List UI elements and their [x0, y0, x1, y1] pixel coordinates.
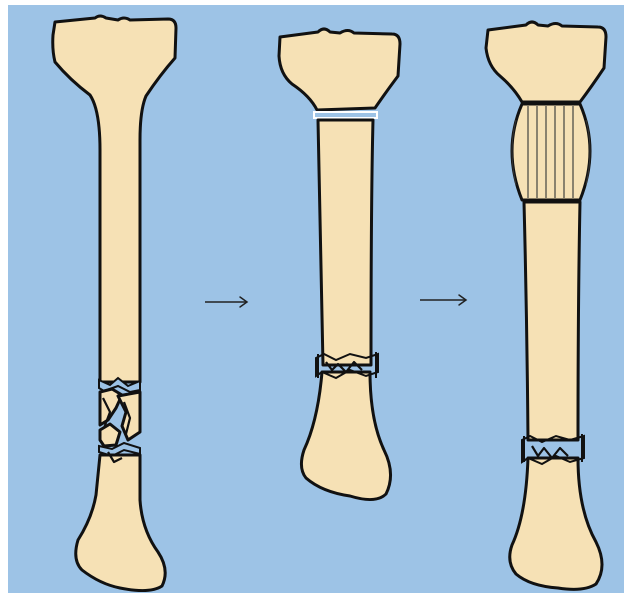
regenerate-zone: [512, 104, 590, 200]
bone-shaft-3: [524, 202, 580, 440]
corticotomy-gap: [314, 112, 377, 118]
bone-shaft: [318, 120, 373, 365]
